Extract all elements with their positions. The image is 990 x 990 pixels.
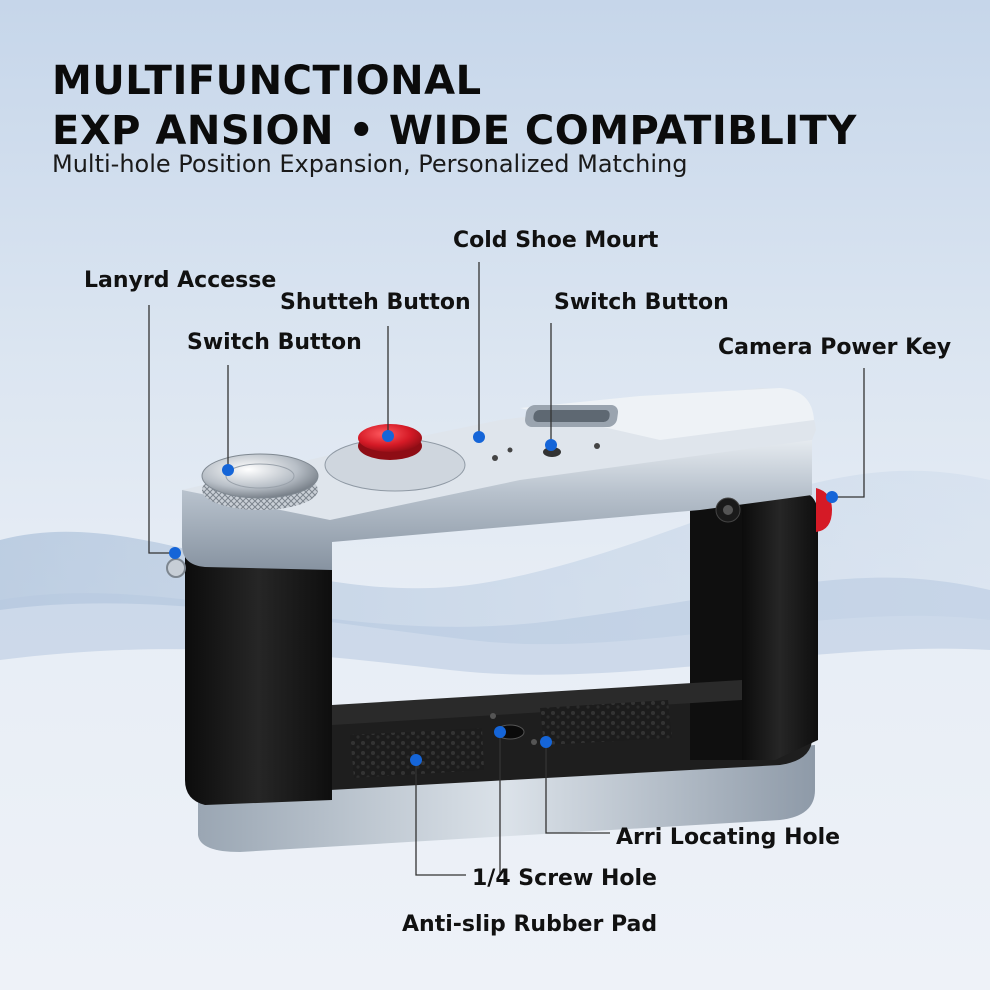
subheadline: Multi-hole Position Expansion, Personali… bbox=[52, 150, 688, 178]
dot-rubber bbox=[410, 754, 422, 766]
dot-switch-right bbox=[545, 439, 557, 451]
dot-power bbox=[826, 491, 838, 503]
dot-switch-left bbox=[222, 464, 234, 476]
callout-dots bbox=[169, 430, 838, 766]
headline-line-2: EXP ANSION • WIDE COMPATIBLITY bbox=[52, 108, 857, 154]
callout-arri-locating-hole: Arri Locating Hole bbox=[616, 825, 841, 850]
callout-camera-power-key: Camera Power Key bbox=[718, 335, 952, 360]
callout-screw-hole: 1/4 Screw Hole bbox=[472, 866, 657, 891]
dot-lanyard bbox=[169, 547, 181, 559]
callout-rubber-pad: Anti-slip Rubber Pad bbox=[402, 912, 658, 937]
callout-lines bbox=[148, 262, 865, 876]
headline: MULTIFUNCTIONAL EXP ANSION • WIDE COMPAT… bbox=[52, 56, 857, 156]
headline-line-1: MULTIFUNCTIONAL bbox=[52, 58, 482, 104]
callout-switch-button-right: Switch Button bbox=[554, 290, 729, 315]
dot-shutter bbox=[382, 430, 394, 442]
dot-screw bbox=[494, 726, 506, 738]
camera-cage bbox=[166, 388, 832, 852]
callout-cold-shoe-mount: Cold Shoe Mourt bbox=[453, 228, 659, 253]
callout-switch-button-left: Switch Button bbox=[187, 330, 362, 355]
callout-lanyard-access: Lanyrd Accesse bbox=[84, 268, 277, 293]
callout-shutter-button: Shutteh Button bbox=[280, 290, 471, 315]
dot-arri bbox=[540, 736, 552, 748]
dot-cold-shoe bbox=[473, 431, 485, 443]
